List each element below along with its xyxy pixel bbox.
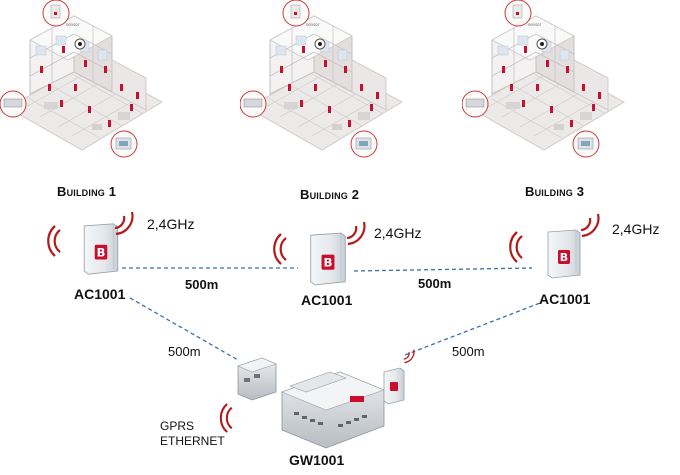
distance-label-b3-gateway: 500m [452, 344, 485, 359]
building-1-label: Building 1 [57, 184, 117, 199]
building-2-label: Building 2 [300, 187, 360, 202]
access-point-3-icon [547, 229, 581, 279]
wifi-left-icon [509, 230, 524, 264]
access-point-2-label: AC1001 [301, 292, 353, 308]
link-b2-b3 [353, 267, 533, 272]
gateway-device-icon [281, 371, 385, 449]
distance-label-b2-b3: 500m [418, 276, 452, 291]
building-3-illustration [462, 0, 625, 158]
gateway-label: GW1001 [289, 452, 345, 468]
access-point-1-label: AC1001 [74, 286, 126, 302]
building-2-illustration [240, 0, 403, 158]
din-module-icon [237, 357, 277, 401]
wifi-left-icon [47, 224, 62, 258]
access-point-2-icon [310, 232, 346, 286]
wifi-left-icon [219, 402, 233, 434]
connectivity-gprs-label: GPRS [160, 419, 195, 433]
building-1-illustration [0, 0, 163, 158]
connectivity-ethernet-label: ETHERNET [160, 434, 225, 448]
frequency-label: 2,4GHz [612, 221, 660, 237]
wifi-right-icon [345, 220, 366, 246]
wifi-left-icon [273, 232, 288, 266]
wifi-right-icon [579, 212, 600, 238]
distance-label-b1-b2: 500m [185, 277, 219, 292]
distance-label-b1-gateway: 500m [168, 344, 201, 359]
access-point-3-label: AC1001 [539, 291, 591, 307]
antenna-module-icon [383, 367, 405, 405]
link-lines [122, 267, 541, 361]
frequency-label: 2,4GHz [147, 216, 195, 232]
access-point-1-icon [83, 223, 119, 275]
link-b3-gateway [404, 302, 541, 356]
frequency-label: 2,4GHz [374, 225, 422, 241]
building-3-label: Building 3 [525, 184, 585, 199]
